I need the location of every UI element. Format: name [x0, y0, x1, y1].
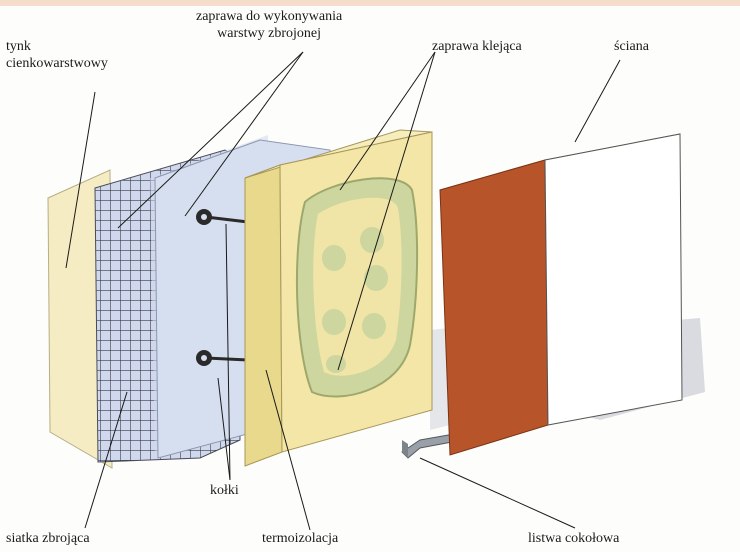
label-mesh: siatka zbrojąca	[6, 530, 90, 547]
label-starter-profile: listwa cokołowa	[528, 530, 619, 547]
label-insulation: termoizolacja	[262, 530, 338, 547]
label-reinforcement-mortar-text: zaprawa do wykonywania warstwy zbrojonej	[196, 8, 342, 42]
label-plaster-text: tynk cienkowarstwowy	[6, 38, 108, 72]
adhesive-mortar	[297, 178, 417, 396]
label-adhesive-mortar: zaprawa klejąca	[432, 38, 522, 55]
wall-block	[440, 134, 682, 455]
label-wall: ściana	[614, 38, 649, 55]
label-anchors: kołki	[210, 482, 239, 499]
label-plaster: tynk cienkowarstwowy	[6, 38, 108, 72]
label-reinforcement-mortar: zaprawa do wykonywania warstwy zbrojonej	[196, 8, 342, 42]
